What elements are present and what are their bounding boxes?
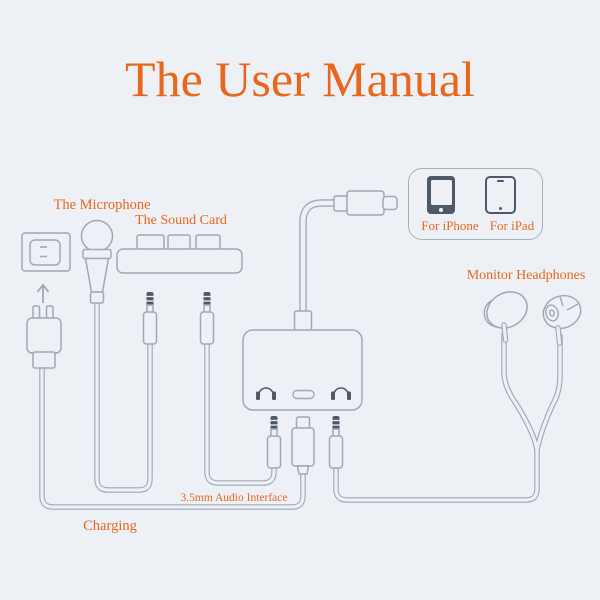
label-for-iphone: For iPhone bbox=[421, 218, 479, 233]
label-monitor-headphones: Monitor Headphones bbox=[466, 268, 586, 283]
iphone-icon bbox=[427, 176, 455, 214]
up-arrow-icon bbox=[36, 283, 50, 303]
iphone-screen bbox=[430, 180, 452, 205]
compatible-devices-box: For iPhone For iPad bbox=[408, 168, 543, 240]
microphone-illustration bbox=[80, 219, 114, 304]
lightning-port-icon bbox=[292, 389, 315, 400]
mic-plug-3-5mm bbox=[142, 291, 158, 345]
audio-adapter bbox=[242, 329, 363, 411]
iphone-home-dot bbox=[439, 208, 443, 212]
ipad-home-dot bbox=[498, 206, 503, 210]
soundcard-plug-3-5mm bbox=[199, 291, 215, 345]
lightning-charge-plug bbox=[291, 416, 315, 475]
adapter-mic-plug bbox=[266, 415, 282, 469]
right-earbud bbox=[542, 294, 582, 346]
label-sound-card: The Sound Card bbox=[135, 213, 227, 228]
label-for-ipad: For iPad bbox=[489, 218, 535, 233]
left-earbud bbox=[483, 291, 528, 343]
microphone-cable bbox=[94, 297, 153, 493]
wall-outlet bbox=[21, 232, 71, 272]
sound-card-illustration bbox=[116, 234, 243, 274]
usb-charger bbox=[26, 305, 62, 369]
cable-strain-relief bbox=[293, 310, 313, 333]
label-audio-interface: 3.5mm Audio Interface bbox=[180, 492, 288, 504]
ipad-icon bbox=[485, 176, 516, 214]
ipad-camera-dash bbox=[497, 180, 504, 182]
lightning-connector bbox=[346, 190, 385, 216]
page-title: The User Manual bbox=[125, 51, 475, 107]
lightning-cable bbox=[293, 190, 398, 333]
audio-patch-cable bbox=[204, 339, 277, 486]
label-microphone: The Microphone bbox=[53, 197, 151, 213]
headphone-cable bbox=[333, 331, 563, 503]
charging-cable bbox=[39, 363, 306, 510]
adapter-headphone-plug bbox=[328, 415, 344, 469]
label-charging: Charging bbox=[83, 518, 137, 534]
